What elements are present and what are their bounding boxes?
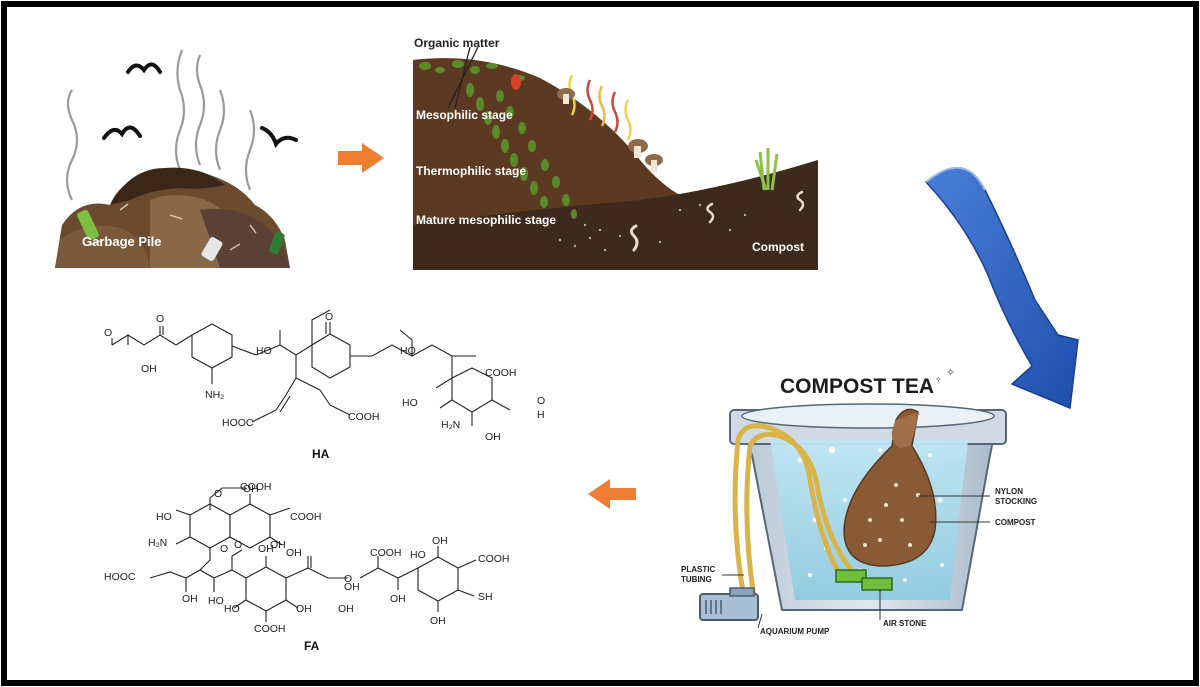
svg-text:O: O	[104, 327, 112, 339]
fa-label: FA	[304, 639, 320, 653]
svg-text:HO: HO	[224, 603, 240, 615]
label-nylon-line-2: STOCKING	[995, 497, 1037, 506]
label-tea-compost: COMPOST	[995, 518, 1036, 527]
mushroom-icon	[645, 154, 663, 172]
svg-text:OH: OH	[344, 581, 360, 593]
label-nylon-line-1: NYLON	[995, 487, 1023, 496]
label-air-stone: AIR STONE	[883, 619, 927, 628]
garbage-pile-panel: Garbage Pile	[55, 49, 298, 268]
svg-text:HOOC: HOOC	[104, 571, 136, 583]
svg-text:O: O	[220, 543, 228, 555]
svg-text:OH: OH	[182, 593, 198, 605]
svg-text:COOH: COOH	[348, 411, 380, 423]
mushroom-icon	[628, 139, 648, 158]
compost-tea-title: COMPOST TEA	[780, 375, 934, 398]
orange-arrow-right	[338, 143, 384, 173]
fulvic-acid-structure	[149, 487, 477, 622]
svg-text:OH: OH	[286, 547, 302, 559]
svg-text:OH: OH	[485, 431, 501, 443]
svg-text:COOH: COOH	[254, 623, 286, 635]
svg-text:HO: HO	[402, 397, 418, 409]
svg-text:OH: OH	[258, 543, 274, 555]
svg-text:OH: OH	[243, 483, 259, 495]
orange-arrow-left	[588, 479, 636, 509]
bird-icon	[102, 125, 142, 140]
svg-text:O: O	[214, 488, 222, 500]
svg-text:OH: OH	[141, 363, 157, 375]
worm-icon	[629, 224, 639, 252]
label-mature-mesophilic-stage: Mature mesophilic stage	[416, 213, 556, 227]
svg-text:HO: HO	[400, 345, 416, 357]
svg-text:O: O	[234, 539, 242, 551]
bottle-icon	[269, 231, 285, 255]
svg-text:COOH: COOH	[240, 481, 272, 493]
svg-text:H₂N: H₂N	[148, 537, 167, 549]
svg-text:O: O	[156, 313, 164, 325]
worm-icon	[796, 190, 805, 212]
worm-icon	[706, 202, 715, 224]
svg-text:COOH: COOH	[290, 511, 322, 523]
steam-icon	[65, 49, 256, 201]
composting-stages-panel: Organic matter Mesophilic stage Thermoph…	[413, 36, 818, 270]
svg-text:COOH: COOH	[370, 547, 402, 559]
label-tubing-line-1: PLASTIC	[681, 565, 715, 574]
svg-text:HOOC: HOOC	[222, 417, 254, 429]
grass-icon	[754, 148, 779, 191]
svg-text:OH: OH	[270, 539, 286, 551]
label-aquarium-pump: AQUARIUM PUMP	[760, 627, 830, 636]
organic-leaves	[419, 60, 577, 219]
svg-text:OH: OH	[338, 603, 354, 615]
label-organic-matter: Organic matter	[414, 36, 500, 50]
svg-text:HO: HO	[208, 595, 224, 607]
humic-acid-structure	[111, 309, 511, 426]
svg-text:COOH: COOH	[478, 553, 510, 565]
svg-text:O: O	[537, 395, 545, 407]
bottle-icon	[77, 209, 99, 241]
svg-text:OH: OH	[390, 593, 406, 605]
compost-tea-panel: COMPOST TEA ✧ ✧	[681, 367, 1037, 636]
bird-icon	[260, 126, 298, 149]
svg-text:OH: OH	[296, 603, 312, 615]
svg-text:HO: HO	[156, 511, 172, 523]
svg-text:HO: HO	[256, 345, 272, 357]
svg-text:OH: OH	[432, 535, 448, 547]
humic-acid-labels: O O OH HO O HO COOH NH₂ COOH HO HOOC H₂N…	[104, 311, 545, 461]
bottle-icon	[201, 237, 223, 261]
svg-text:H: H	[537, 409, 545, 421]
ha-label: HA	[312, 447, 330, 461]
label-compost: Compost	[752, 240, 804, 254]
svg-text:OH: OH	[430, 615, 446, 627]
label-thermophilic-stage: Thermophilic stage	[416, 164, 526, 178]
garbage-pile-label: Garbage Pile	[82, 234, 161, 249]
label-tubing-line-2: TUBING	[681, 575, 712, 584]
sparkle-icon: ✧	[946, 367, 955, 379]
sparkle-icon: ✧	[935, 375, 942, 384]
mushroom-icon	[557, 88, 575, 104]
svg-text:HO: HO	[410, 549, 426, 561]
svg-text:O: O	[344, 573, 352, 585]
label-mesophilic-stage: Mesophilic stage	[416, 108, 513, 122]
svg-text:COOH: COOH	[485, 367, 517, 379]
bird-icon	[126, 62, 162, 74]
svg-text:H₂N: H₂N	[441, 419, 460, 431]
fulvic-acid-labels: O COOH HO OH COOH H₂N O OH HOOC OH O HO …	[104, 481, 510, 653]
svg-text:SH: SH	[478, 591, 493, 603]
svg-text:NH₂: NH₂	[205, 389, 224, 401]
svg-text:O: O	[325, 311, 333, 323]
